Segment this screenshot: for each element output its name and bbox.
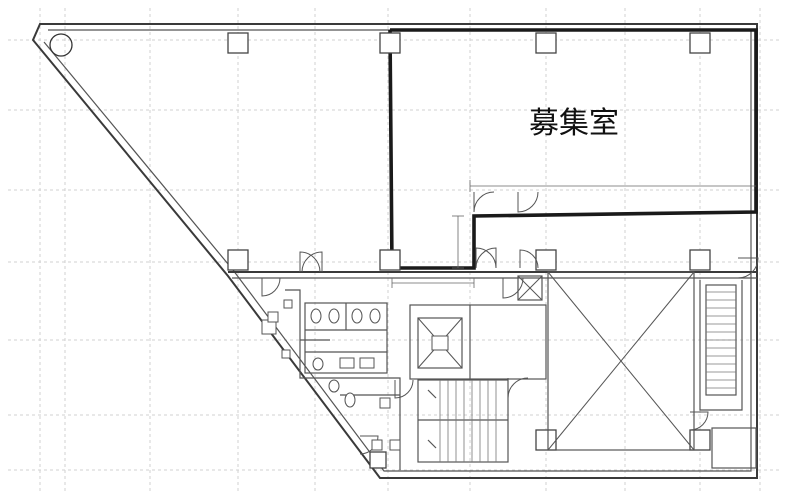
corridor-markers xyxy=(281,299,391,409)
toilet-block xyxy=(304,302,388,374)
doors xyxy=(261,191,759,455)
west-service-rooms xyxy=(261,289,401,470)
duct-shaft xyxy=(517,275,543,301)
corner-column-circle xyxy=(49,33,73,57)
structural-columns xyxy=(227,32,711,469)
parking-void xyxy=(547,271,695,451)
vacancy-room-boundary xyxy=(388,28,758,270)
dimension-lines xyxy=(391,180,756,288)
vacancy-room-label: 募集室 xyxy=(529,106,619,141)
reference-grid xyxy=(8,8,779,492)
staircase xyxy=(417,379,509,463)
east-ramp xyxy=(699,280,757,469)
core-north-wall xyxy=(228,271,757,279)
elevator-core xyxy=(409,304,547,380)
